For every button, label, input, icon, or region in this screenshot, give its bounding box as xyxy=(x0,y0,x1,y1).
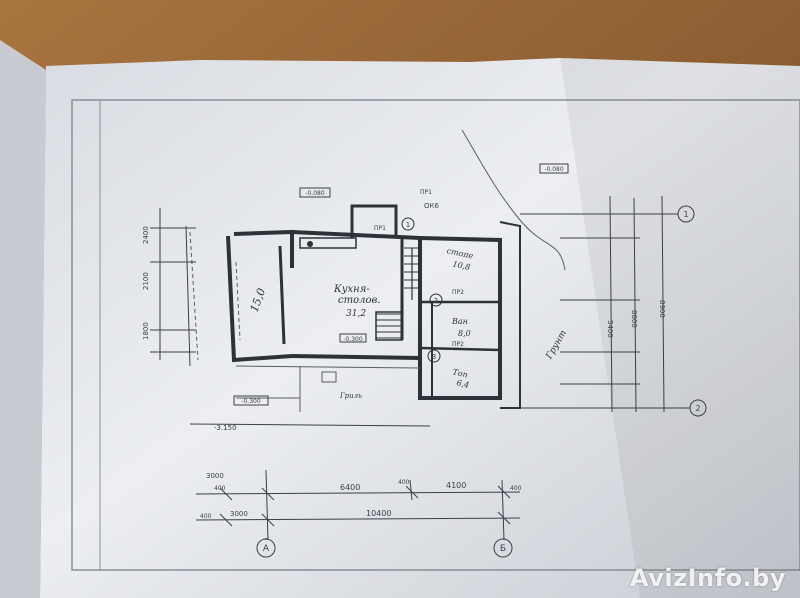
dim-8900: 8900 xyxy=(658,300,666,318)
right-dimension-chain xyxy=(520,195,690,413)
axis-bubble-2 xyxy=(689,399,707,417)
sheet-frame xyxy=(71,99,800,571)
callout-circle-3 xyxy=(427,349,441,363)
axis-1: 1 xyxy=(683,210,688,219)
label-pr1-b: ПР1 xyxy=(420,189,432,196)
label-pr1-a: ПР1 xyxy=(374,225,386,232)
kitchen-counter xyxy=(299,237,357,249)
dim-400-d: 400 xyxy=(200,513,212,520)
left-page-edge xyxy=(0,40,46,598)
dim-3000-a: 3000 xyxy=(206,472,224,480)
axis-a: А xyxy=(263,544,270,554)
sink-icon xyxy=(307,241,313,247)
staircase xyxy=(375,247,420,341)
kitchen-area: 31,2 xyxy=(346,309,366,319)
bottom-dimension-chain xyxy=(189,423,521,541)
porch-label: Гриль xyxy=(339,392,362,400)
dim-1800: 1800 xyxy=(142,322,150,340)
callout-2: 2 xyxy=(434,297,438,305)
level-left: -0.300 xyxy=(241,398,261,405)
ground-contour xyxy=(461,129,566,271)
dim-10400: 10400 xyxy=(366,509,391,518)
dim-400-b: 400 xyxy=(398,479,410,486)
kitchen-name-line2: столов. xyxy=(338,295,381,306)
dim-2400: 2400 xyxy=(142,226,150,244)
dim-400-c: 400 xyxy=(510,485,522,492)
axis-b: Б xyxy=(500,544,506,554)
dim-2100: 2100 xyxy=(142,272,150,290)
dim-3000-b: 3000 xyxy=(230,510,248,518)
level-mid: -0.300 xyxy=(343,336,363,343)
label-pr2-a: ПР2 xyxy=(452,289,464,296)
dim-5400: 5400 xyxy=(606,320,614,338)
left-dimension-chain xyxy=(150,208,196,367)
callout-circle-1 xyxy=(401,217,415,231)
dim-400-a: 400 xyxy=(214,485,226,492)
axis-bubble-b xyxy=(493,538,513,558)
callout-3: 3 xyxy=(432,353,436,361)
axis-bubble-1 xyxy=(677,205,695,223)
callout-1: 1 xyxy=(406,221,410,229)
level-marks xyxy=(233,163,569,406)
level-right: -0.080 xyxy=(544,166,564,173)
window-lines xyxy=(189,231,241,361)
utility-area: 6,4 xyxy=(456,378,470,389)
label-pr2-b: ПР2 xyxy=(452,341,464,348)
label-ok6: ОК6 xyxy=(424,202,439,210)
bath-name: Ван xyxy=(451,317,468,326)
dim-4100: 4100 xyxy=(446,481,466,490)
kitchen-name-line1: Кухня- xyxy=(333,284,370,295)
axis-bubble-a xyxy=(256,538,276,558)
level-top: -0.080 xyxy=(305,190,325,197)
callout-circle-2 xyxy=(429,293,443,307)
level-bottom: -3.150 xyxy=(214,424,237,432)
axis-2: 2 xyxy=(695,404,700,413)
photo-shadow xyxy=(560,58,800,598)
watermark-logo: AvizInfo.by xyxy=(630,564,786,592)
bath-area: 8,0 xyxy=(458,329,471,338)
utility-name: Топ xyxy=(452,367,469,379)
dim-6400: 6400 xyxy=(340,483,360,492)
storage-area: 10,8 xyxy=(452,259,471,272)
dim-8800: 8800 xyxy=(630,310,638,328)
